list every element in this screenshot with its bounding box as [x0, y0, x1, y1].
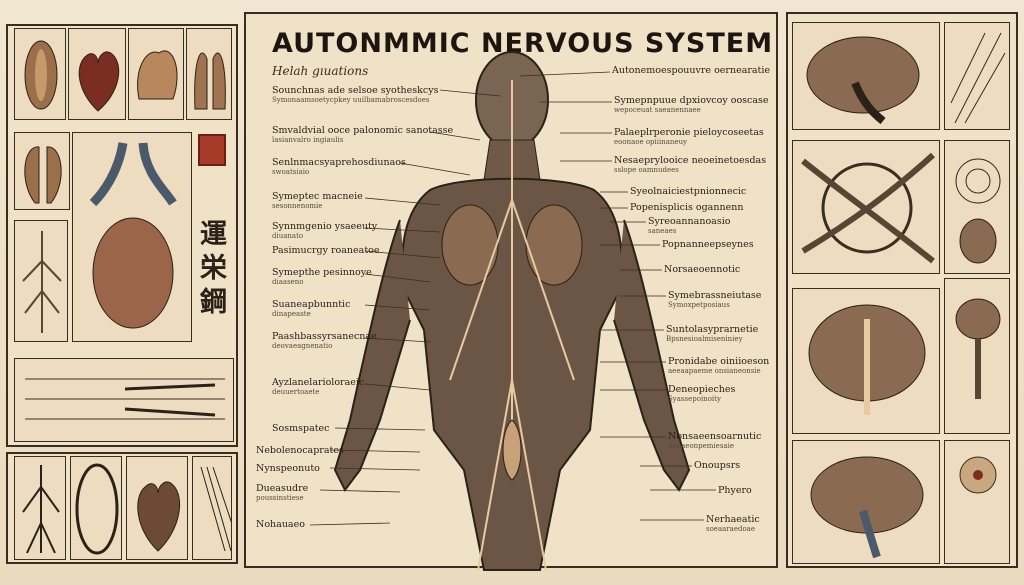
organ-cell [128, 28, 184, 120]
anatomy-cell-1 [14, 28, 66, 120]
label-right-6: Popenisplicis ogannenn [630, 202, 744, 213]
heart-cell [68, 28, 126, 120]
timeline-chart-cell [14, 358, 234, 442]
skeleton-nerve-cell [14, 456, 66, 560]
label-left-13: Nynspeonuto [256, 463, 320, 474]
heart-cell-2 [126, 456, 188, 560]
digestive-cell [72, 132, 192, 342]
brain-detail-cell [792, 440, 940, 564]
label-right-8: Popnanneepseynes [662, 239, 754, 250]
oval-ring-cell [70, 456, 122, 560]
kanji-3: 鋼 [200, 287, 227, 318]
brain-sagittal-cell [792, 22, 940, 130]
nerve-web-cell [792, 140, 940, 274]
label-right-16: Phyero [718, 485, 752, 496]
kanji-1: 運 [200, 219, 227, 250]
label-right-9: Norsaeoennotic [664, 264, 741, 275]
nerve-fibers-cell [14, 220, 68, 342]
lung-cell [186, 28, 232, 120]
red-seal-stamp [198, 134, 226, 166]
fiber-strip-cell [192, 456, 232, 560]
target-cell [944, 440, 1010, 564]
label-left-11: Sosmspatec [272, 423, 330, 434]
page-subtitle: Helah gıuations [272, 64, 369, 78]
label-left-15: Nohauaeo [256, 519, 305, 530]
nerve-strands-cell [944, 22, 1010, 130]
label-right-5: Syeolnaiciestpnionnecic [630, 186, 747, 197]
kidney-cell [14, 132, 70, 210]
brain-small-cell [944, 278, 1010, 434]
kanji-2: 栄 [200, 253, 227, 284]
label-left-6: Pasimucrgy roaneatoe [272, 245, 380, 256]
label-right-1: Autonemoespouuvre oernearatie [612, 65, 771, 76]
label-left-12: Nebolenocaprates [256, 445, 344, 456]
brain-coronal-cell [792, 288, 940, 434]
rings-cell [944, 140, 1010, 274]
label-right-15: Onoupsrs [694, 460, 741, 471]
